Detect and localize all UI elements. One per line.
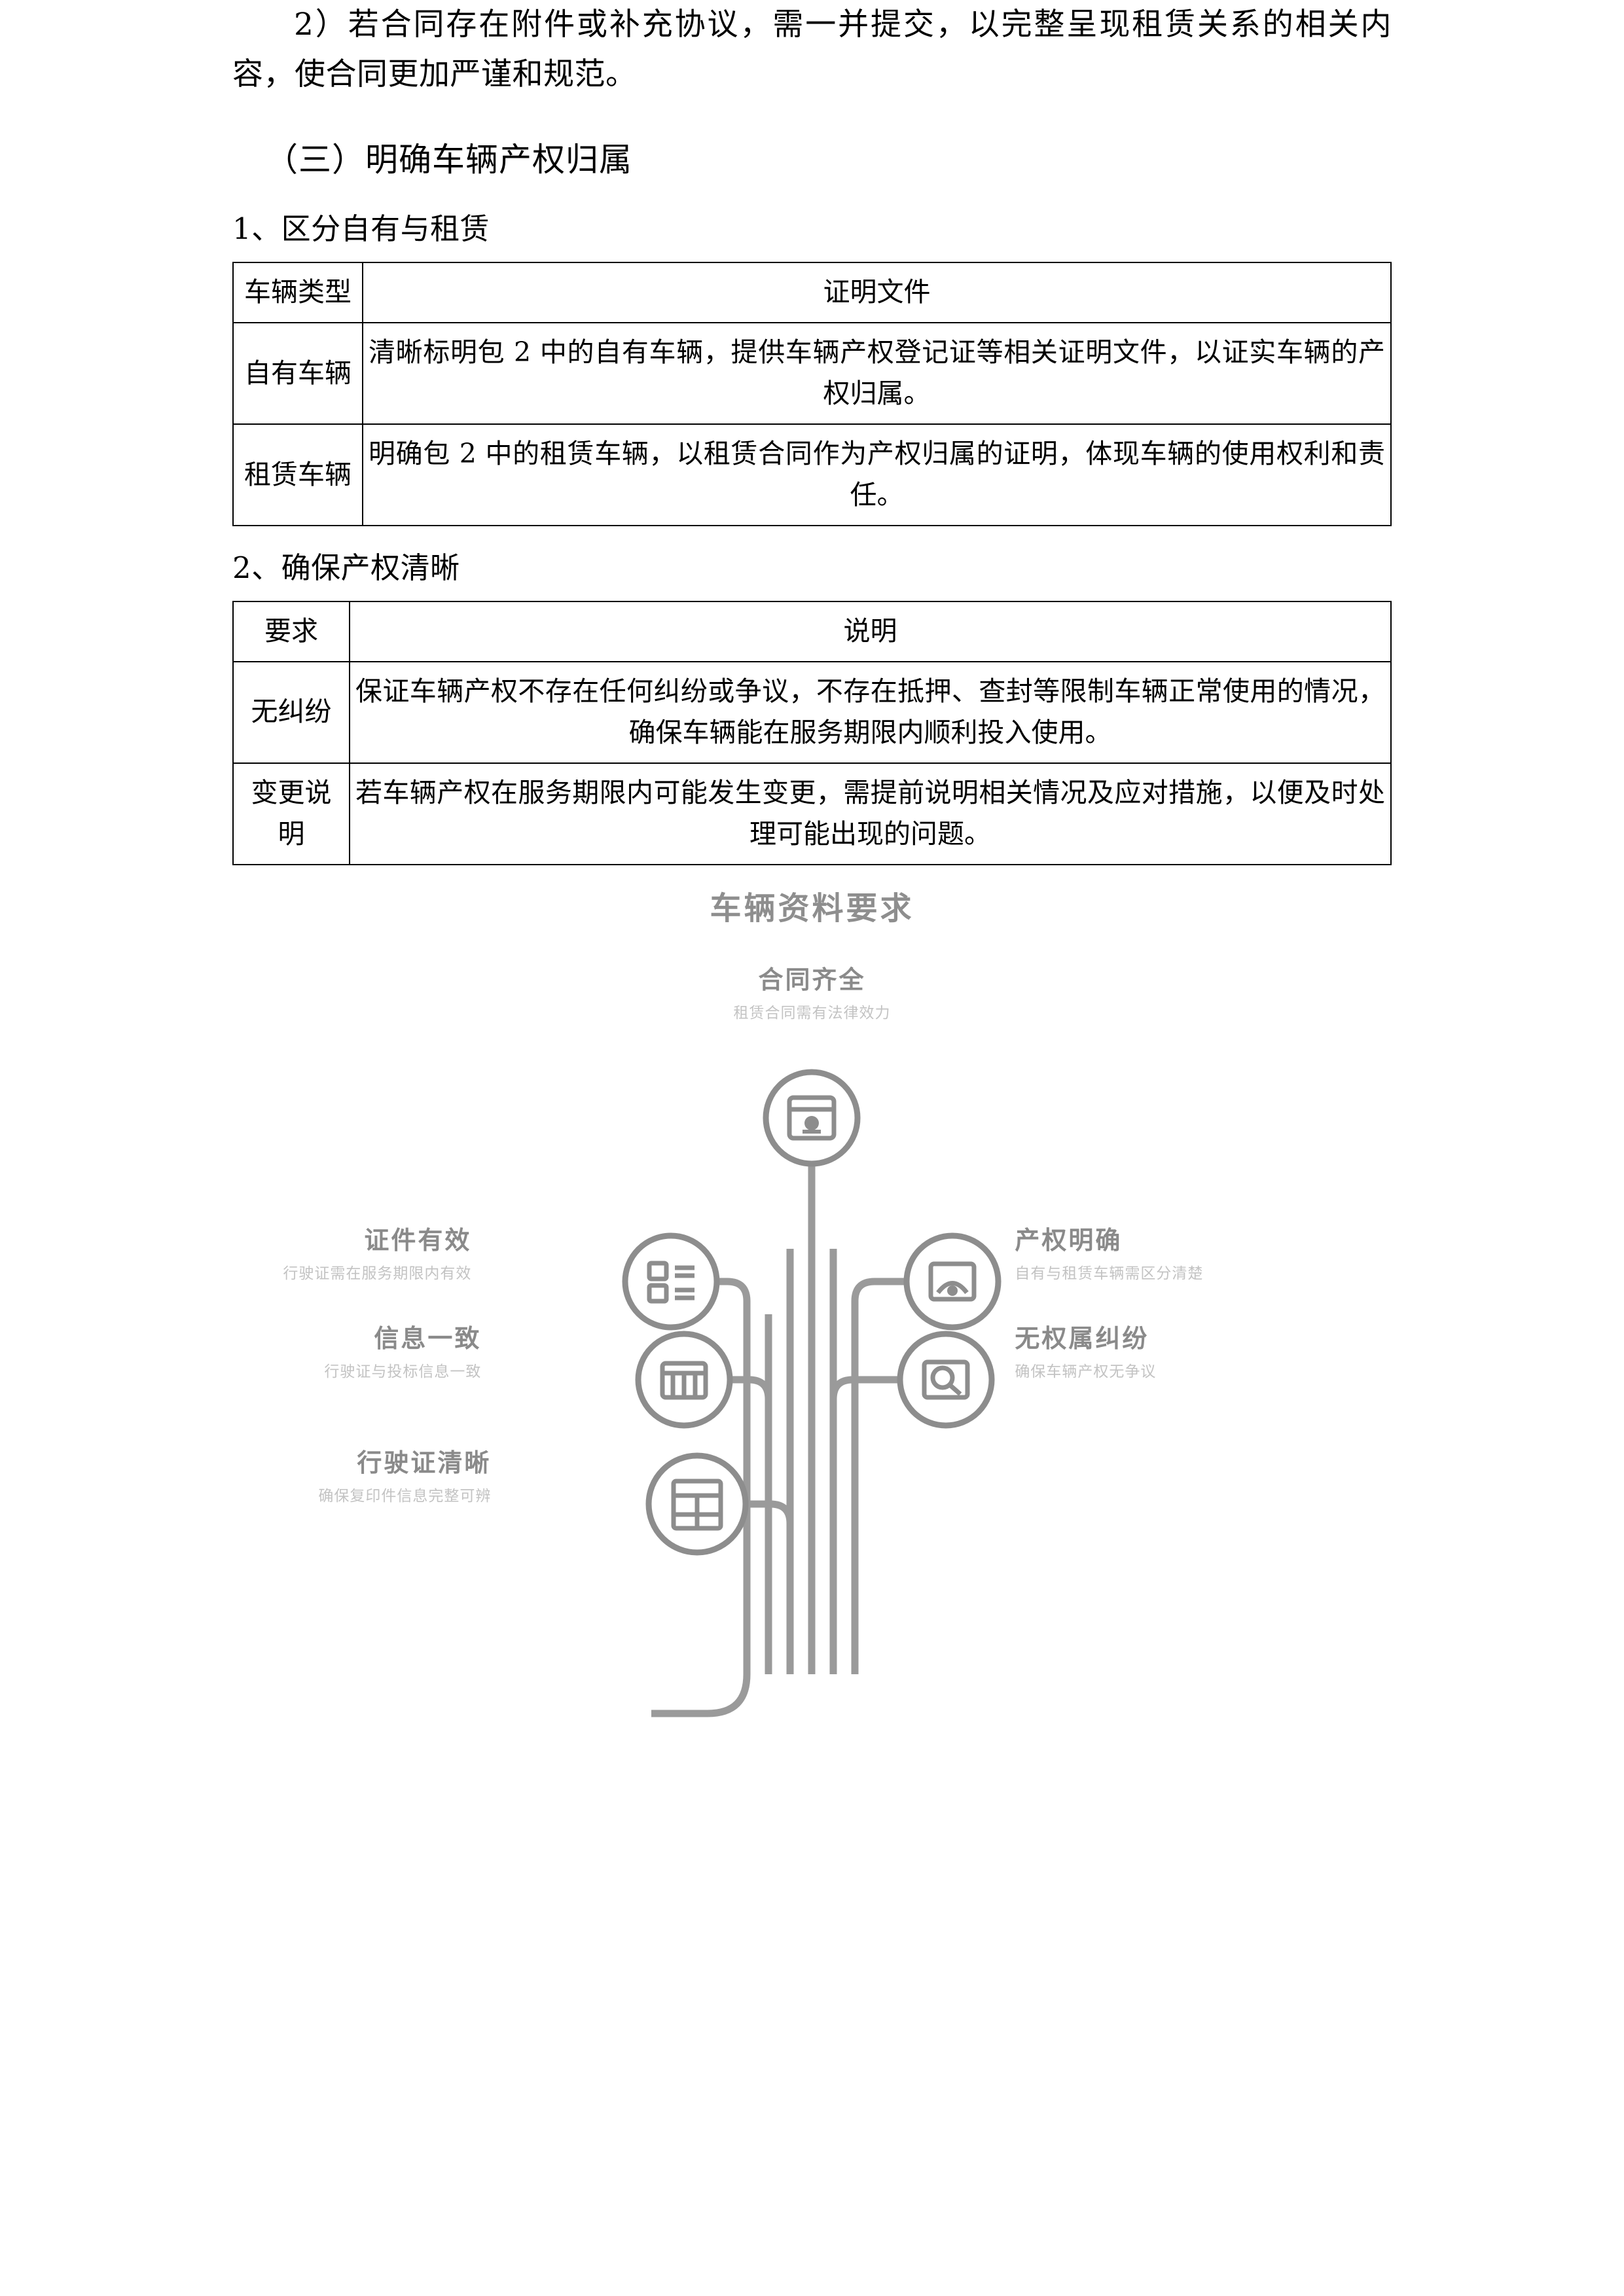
checklist-icon (647, 1261, 669, 1282)
table-header-cell: 说明 (349, 600, 1392, 662)
table-cell-value: 若车辆产权在服务期限内可能发生变更，需提前说明相关情况及应对措施，以便及时处理可… (349, 762, 1392, 865)
infographic-title: 车辆资料要求 (710, 889, 914, 927)
table-header-row: 要求 说明 (232, 600, 1392, 662)
table-header-cell: 要求 (232, 600, 350, 662)
table-cell-key: 租赁车辆 (232, 423, 363, 526)
table-cell-value: 明确包 2 中的租赁车辆，以租赁合同作为产权归属的证明，体现车辆的使用权利和责任… (362, 423, 1392, 526)
table-cell-value: 保证车辆产权不存在任何纠纷或争议，不存在抵押、查封等限制车辆正常使用的情况，确保… (349, 660, 1392, 764)
branch-left-3 (697, 1500, 794, 1576)
branch-bottom-left (651, 1674, 751, 1717)
branch-left-1 (671, 1278, 751, 1380)
subheading-2: 2、确保产权清晰 (232, 550, 460, 585)
table-cell-key: 变更说明 (232, 762, 350, 865)
body-paragraph: 2）若合同存在附件或补充协议，需一并提交，以完整呈现租赁关系的相关内容，使合同更… (232, 7, 1392, 93)
ownership-clarity-table: 要求 说明 无纠纷 保证车辆产权不存在任何纠纷或争议，不存在抵押、查封等限制车辆… (232, 600, 1392, 865)
vehicle-type-table: 车辆类型 证明文件 自有车辆 清晰标明包 2 中的自有车辆，提供车辆产权登记证等… (232, 262, 1392, 526)
table-header-row: 车辆类型 证明文件 (232, 262, 1392, 323)
node-subtitle: 行驶证与投标信息一致 (324, 1363, 482, 1380)
table-cell-value: 清晰标明包 2 中的自有车辆，提供车辆产权登记证等相关证明文件，以证实车辆的产权… (362, 321, 1392, 425)
node-title: 无权属纠纷 (1015, 1323, 1149, 1353)
node-title: 信息一致 (374, 1323, 482, 1353)
infographic-connectors: .ln { fill:none; stroke:#9a9a9a; stroke-… (622, 1069, 1001, 1717)
node-title: 合同齐全 (758, 965, 866, 994)
no-dispute-icon (922, 1359, 970, 1400)
subheading-1: 1、区分自有与租赁 (232, 211, 490, 247)
node-title: 产权明确 (1015, 1225, 1123, 1255)
branch-right-1 (851, 1278, 952, 1380)
node-label-no-dispute: 无权属纠纷 确保车辆产权无争议 (1015, 1318, 1224, 1382)
section-heading: （三）明确车辆产权归属 (265, 141, 632, 179)
table-cell-key: 无纠纷 (232, 660, 350, 764)
node-label-license-clear: 行驶证清晰 确保复印件信息完整可辨 (255, 1443, 491, 1507)
no-dispute-node-circle (897, 1331, 995, 1429)
table-row: 无纠纷 保证车辆产权不存在任何纠纷或争议，不存在抵押、查封等限制车辆正常使用的情… (232, 660, 1392, 764)
contract-icon (787, 1095, 837, 1141)
node-subtitle: 确保车辆产权无争议 (1015, 1363, 1157, 1380)
ownership-icon (928, 1261, 977, 1302)
node-label-license-valid: 证件有效 行驶证需在服务期限内有效 (255, 1220, 471, 1284)
table-row: 变更说明 若车辆产权在服务期限内可能发生变更，需提前说明相关情况及应对措施，以便… (232, 762, 1392, 865)
table-cell-key: 自有车辆 (232, 321, 363, 425)
checklist-node-circle (622, 1232, 720, 1331)
node-subtitle: 自有与租赁车辆需区分清楚 (1015, 1265, 1204, 1282)
table-header-cell: 车辆类型 (232, 262, 363, 323)
node-title: 行驶证清晰 (357, 1448, 492, 1477)
node-subtitle: 确保复印件信息完整可辨 (318, 1487, 492, 1505)
node-label-ownership-clear: 产权明确 自有与租赁车辆需区分清楚 (1015, 1220, 1211, 1284)
branch-right-2 (829, 1376, 946, 1458)
table-header-cell: 证明文件 (362, 262, 1392, 323)
node-label-info-consistent: 信息一致 行驶证与投标信息一致 (255, 1318, 481, 1382)
table-row: 自有车辆 清晰标明包 2 中的自有车辆，提供车辆产权登记证等相关证明文件，以证实… (232, 321, 1392, 425)
node-subtitle: 行驶证需在服务期限内有效 (283, 1265, 472, 1282)
node-label-contract-complete: 合同齐全 租赁合同需有法律效力 (616, 960, 1009, 1024)
node-title: 证件有效 (364, 1225, 472, 1255)
branch-left-2 (684, 1376, 772, 1458)
infographic: 车辆资料要求 .ln { fill:none; stroke:#9a9a9a; … (232, 882, 1392, 1903)
table-row: 租赁车辆 明确包 2 中的租赁车辆，以租赁合同作为产权归属的证明，体现车辆的使用… (232, 423, 1392, 526)
node-subtitle: 租赁合同需有法律效力 (733, 1004, 891, 1022)
